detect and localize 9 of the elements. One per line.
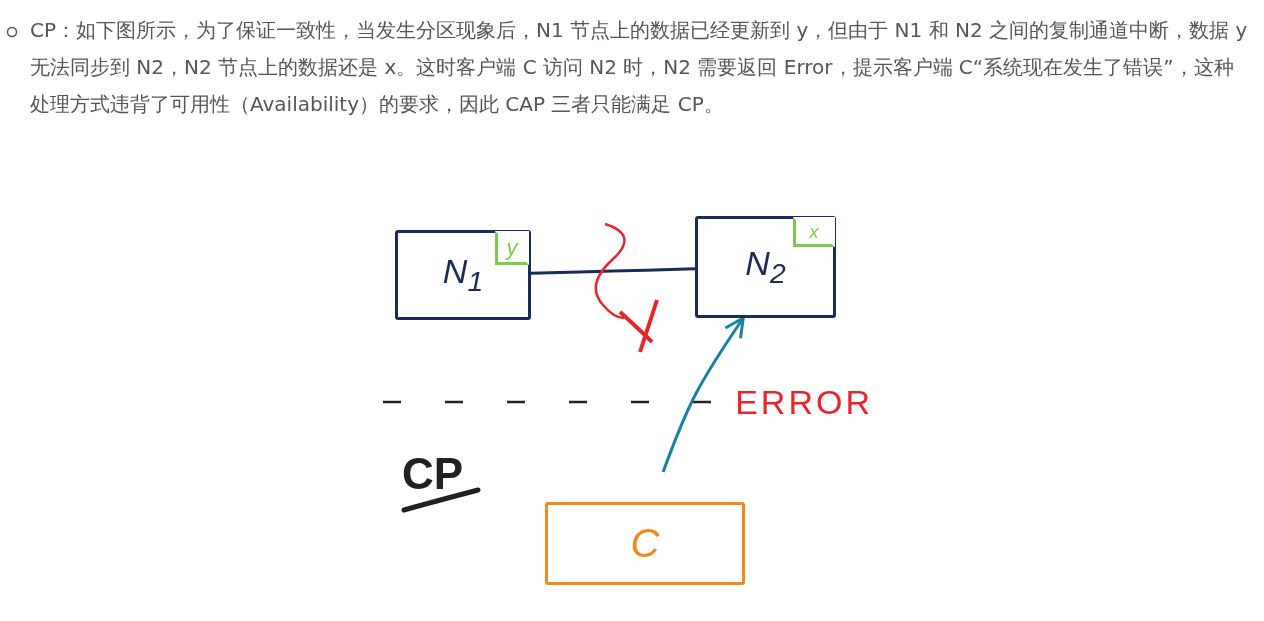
server-node: N$_{1}$ y (395, 230, 531, 320)
data-box: x (793, 217, 835, 247)
connector-line (530, 267, 696, 275)
description-paragraph: CP：如下图所示，为了保证一致性，当发生分区现象后，N1 节点上的数据已经更新到 y，但由于 N1 和 N2 之间的复制通道中断，数据 y 无法同步到 N2，N2 节点上的数据还是 x。这时客户端 C 访问 N2 时，N2 需要返回 Error，提示客户端 C“系统现在发生了错误”，这种处理方式违背了可用性（Availability）的要求，因此 CAP 三者只能满足 CP。 (30, 17, 1249, 118)
client-box: C (545, 502, 745, 585)
mode-label: CP (402, 452, 464, 496)
data-box: y (495, 231, 529, 265)
server-node: N$_{2}$ x (695, 216, 836, 318)
arrow (661, 316, 745, 473)
